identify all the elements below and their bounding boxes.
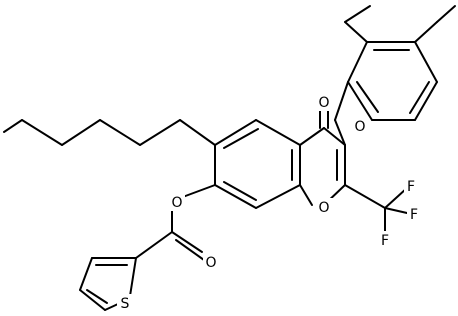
bond [214,184,257,209]
atom-O-ketone: O [318,95,329,111]
bond [99,119,141,146]
bond [135,231,173,259]
bond [299,184,313,206]
bond [179,184,216,199]
bond [214,119,257,146]
bond [86,289,108,304]
bond [414,81,438,121]
atom-S-thiophene: S [121,296,130,312]
bond [384,207,408,214]
bond [61,119,101,146]
bond [414,21,438,43]
bond [347,81,373,121]
bond [344,184,386,209]
atom-F-right: F [410,207,418,223]
bond [344,5,371,23]
bond [223,181,257,201]
atom-O-ring: O [318,200,329,216]
bond [436,5,456,23]
bond [223,128,259,149]
bond [79,257,93,291]
bond [21,119,63,146]
bond [347,41,368,83]
atom-O-carbonyl: O [205,255,216,271]
bond [323,127,346,146]
bond [255,119,301,146]
bond [334,119,346,146]
bond [179,119,216,146]
bond [384,187,408,209]
atom-F-bottom: F [381,233,389,249]
bond [414,41,438,83]
bond [255,184,301,209]
bond [3,119,23,133]
bond [409,81,430,114]
bond [129,257,137,297]
atom-F-top: F [407,179,415,195]
atom-O-ester: O [171,195,182,211]
bond [104,303,119,311]
bond [79,289,106,311]
bond [356,81,379,113]
atom-O-ether: O [354,119,365,135]
bond [299,127,325,146]
bond [171,231,203,253]
bond [139,119,181,146]
bond [175,239,205,261]
atom-labels: O O O O O S F F F [117,93,421,312]
bond [344,21,368,43]
bonds [3,5,456,311]
bond [334,81,349,121]
